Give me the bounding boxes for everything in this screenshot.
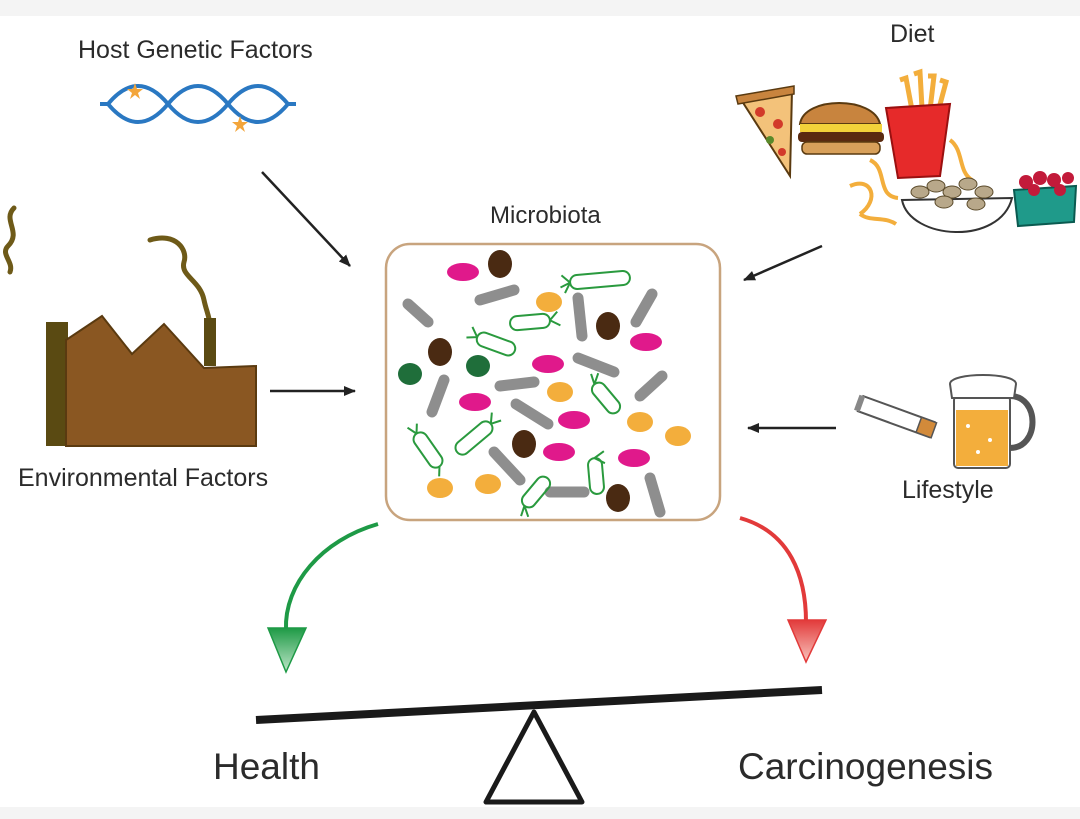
- microbiota-label: Microbiota: [490, 202, 601, 229]
- junk-food-icon: [735, 68, 1078, 233]
- pizza-slice-icon: [735, 85, 795, 180]
- health-label: Health: [213, 746, 320, 787]
- burger-icon: [798, 102, 884, 155]
- carcinogenesis-outcome-arrow: [739, 516, 828, 664]
- mutation-star-icon: [232, 116, 248, 132]
- host-to-microbiota-arrow: [261, 171, 351, 267]
- beer-mug-icon: [948, 374, 1036, 469]
- diet-label: Diet: [890, 20, 935, 48]
- orange-bacteria: [427, 292, 691, 498]
- nuts-bowl-icon: [900, 177, 1014, 233]
- mutation-star-icon: [127, 83, 143, 99]
- top-margin: [0, 0, 1080, 16]
- berries-dish-icon: [1012, 171, 1078, 228]
- brown-bacteria: [428, 250, 630, 512]
- dna-helix-icon: [100, 83, 296, 132]
- carcinogenesis-label: Carcinogenesis: [738, 746, 994, 787]
- bacteria-cluster: [398, 250, 691, 518]
- host-genetic-factors-label: Host Genetic Factors: [78, 36, 313, 64]
- fries-icon: [884, 68, 952, 180]
- factory-icon: [3, 205, 257, 447]
- magenta-bacteria: [447, 263, 662, 467]
- environmental-factors-label: Environmental Factors: [18, 464, 269, 492]
- gray-rod-bacteria: [402, 284, 668, 518]
- cigarette-icon: [854, 394, 938, 439]
- bottom-margin: [0, 807, 1080, 819]
- health-outcome-arrow: [266, 522, 379, 674]
- lifestyle-label: Lifestyle: [902, 476, 994, 504]
- cigarette-and-beer-icon: [854, 374, 1036, 469]
- flagellated-bacteria: [406, 269, 631, 518]
- seesaw-icon: [255, 686, 823, 805]
- darkgreen-bacteria: [398, 355, 490, 385]
- diet-to-microbiota-arrow: [743, 244, 823, 282]
